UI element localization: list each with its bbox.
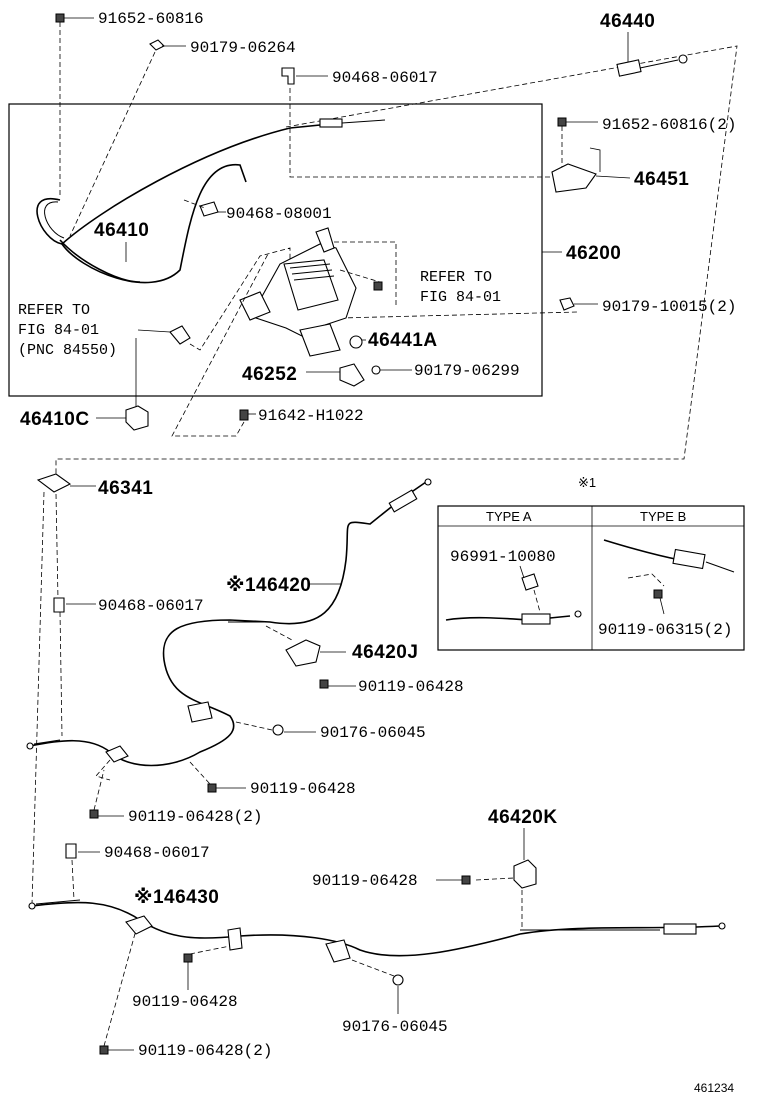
guide-line-46451 [289,88,560,178]
label-type-b: TYPE B [640,509,686,524]
nut-90176-06045-b [351,959,404,1014]
label-90176-06045-a: 90176-06045 [320,724,426,742]
clip-90468-06017-mid [53,597,96,737]
cable-46430-end [28,902,726,935]
label-refer-right-1: REFER TO [420,269,492,286]
cable-46410-end [319,118,386,128]
type-box [437,505,745,651]
nut-90179-06264 [69,39,165,237]
label-91652-60816-2: 91652-60816(2) [602,116,736,134]
bolt-90119-06428-c [436,875,471,885]
cable-46410-upper [36,123,331,245]
cable-46410-lower-branch [59,239,141,283]
label-46420: ※146420 [226,575,311,596]
bracket-46341 [31,473,96,905]
label-90119-06428-2a: 90119-06428(2) [128,808,262,826]
bolt-91642-H1022 [171,253,269,437]
label-90176-06045-b: 90176-06045 [342,1018,448,1036]
label-90119-06428-a: 90119-06428 [358,678,464,696]
clip-90468-06017-top [281,67,295,85]
label-91652-60816-top: 91652-60816 [98,10,204,28]
cable-46420 [29,481,427,767]
label-91642-H1022: 91642-H1022 [258,407,364,425]
bracket-46420-lower [95,745,129,781]
type-b-drawing [603,539,735,615]
guide-line-top-right [55,45,738,480]
label-90468-06017-top: 90468-06017 [332,69,438,87]
bolt-90119-06428-a [319,679,356,689]
label-90179-06299: 90179-06299 [414,362,520,380]
bolt-90119-06428-b [189,761,246,793]
type-a-drawing [445,565,582,625]
label-90119-06428-b: 90119-06428 [250,780,356,798]
label-refer-right-2: FIG 84-01 [420,289,501,306]
label-90119-06428-c: 90119-06428 [312,872,418,890]
cable-46420-inner [33,621,266,745]
bracket-46410C [96,338,149,431]
label-46420K: 46420K [488,807,558,828]
label-46252: 46252 [242,364,297,385]
bracket-46430-a [125,915,351,963]
cable-46430-inner [35,899,660,931]
label-90119-06315-2: 90119-06315(2) [598,621,732,639]
cable-46410-inner [44,201,65,239]
label-refer-left-2: FIG 84-01 [18,322,99,339]
label-90468-06017-low: 90468-06017 [104,844,210,862]
bracket-46420-mid [187,701,213,723]
label-type-a: TYPE A [486,509,532,524]
clip-90468-06017-low [65,843,100,901]
nut-90179-06299 [371,365,412,375]
nut-90176-06045-a [235,721,316,736]
bracket-46451 [551,117,631,193]
label-90468-06017-mid: 90468-06017 [98,597,204,615]
bolt-right-refer [373,281,383,291]
bracket-46420J [265,625,346,667]
bolt-90119-06428-d [183,945,231,990]
label-46410C: 46410C [20,409,90,430]
nut-90179-10015 [559,297,575,311]
label-90119-06428-d: 90119-06428 [132,993,238,1011]
label-90179-10015-2: 90179-10015(2) [602,298,736,316]
label-46430: ※146430 [134,887,219,908]
label-diagram-id: 461234 [694,1081,734,1095]
cable-46410-loop [61,164,247,284]
label-46440: 46440 [600,11,655,32]
washer-46441A [349,335,366,349]
bolt-91652-60816-top [55,13,65,196]
clip-refer-left [137,247,291,351]
label-note-mark: ※1 [578,475,596,490]
bolt-90119-06428-2a [89,769,124,819]
bracket-46420K [475,859,537,928]
label-refer-left-3: (PNC 84550) [18,342,117,359]
label-90119-06428-2b: 90119-06428(2) [138,1042,272,1060]
label-46451: 46451 [634,169,689,190]
label-46420J: 46420J [352,642,418,663]
cable-46420-end [26,478,432,750]
label-90468-08001: 90468-08001 [226,205,332,223]
label-refer-left-1: REFER TO [18,302,90,319]
clip-90468-08001 [183,199,226,217]
label-90179-06264: 90179-06264 [190,39,296,57]
bolt-90119-06428-2b [99,929,137,1055]
assembly-frame-46200 [8,103,543,397]
label-46441A: 46441A [368,330,438,351]
label-46410: 46410 [94,220,149,241]
label-46341: 46341 [98,478,153,499]
part-46440 [616,32,688,77]
clip-46252 [306,363,365,387]
label-96991-10080: 96991-10080 [450,548,556,566]
lever-assembly [239,227,397,357]
label-46200: 46200 [566,243,621,264]
